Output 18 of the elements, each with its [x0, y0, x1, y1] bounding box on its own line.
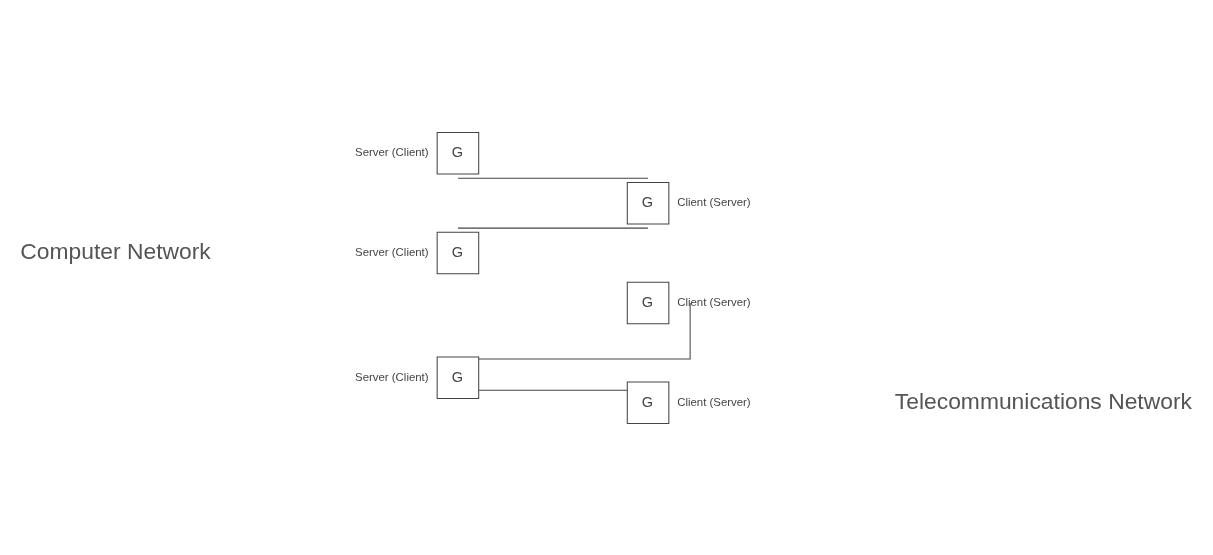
node-label: Client (Server) [677, 195, 751, 208]
node-box: G [436, 131, 480, 175]
node-box: G [436, 355, 480, 399]
label: Telecommunications Network [894, 386, 1192, 413]
node-label: Server (Client) [355, 145, 429, 158]
connector [478, 389, 628, 391]
label: Computer Network [20, 237, 211, 264]
node-label: Server (Client) [355, 245, 429, 258]
node-label: Client (Server) [677, 395, 751, 408]
node-box: G [626, 181, 670, 224]
node-box: G [626, 281, 670, 324]
node-box: G [626, 380, 670, 424]
connector [478, 302, 691, 360]
node-box: G [436, 231, 480, 274]
node-label: Client (Server) [677, 295, 751, 308]
connector [457, 227, 649, 229]
connector [457, 177, 649, 179]
node-label: Server (Client) [355, 370, 429, 383]
